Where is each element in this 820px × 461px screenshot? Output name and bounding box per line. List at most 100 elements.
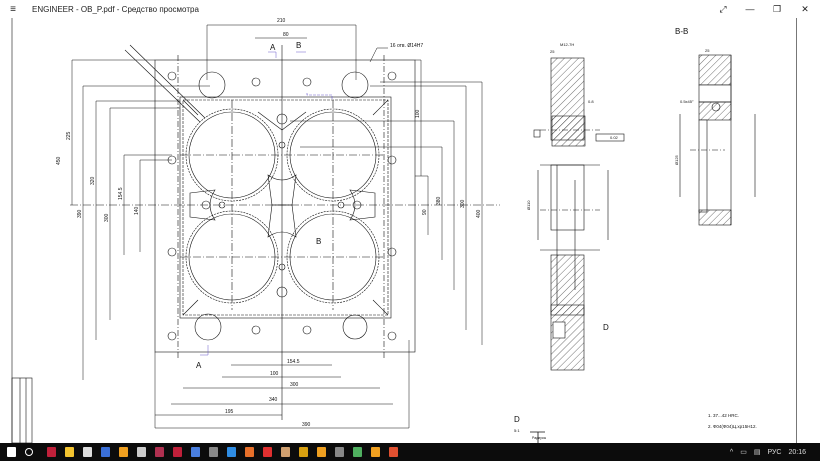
svg-text:450: 450 [56, 156, 62, 165]
engineering-drawing: 210 80 16 отв. Ø14Н7 225 450 320 154.5 1… [11, 18, 757, 444]
vivaldi-icon [262, 447, 272, 457]
svg-text:154.5: 154.5 [118, 187, 124, 200]
taskbar-app-green-button[interactable] [348, 443, 366, 461]
fullscreen-button[interactable]: ⤢ [719, 3, 727, 14]
app-face-icon [280, 447, 290, 457]
file-explorer-icon [64, 447, 74, 457]
taskbar-search-button[interactable] [20, 443, 38, 461]
svg-text:5:1: 5:1 [514, 428, 520, 433]
svg-text:210: 210 [277, 18, 286, 24]
chrome-icon [118, 447, 128, 457]
taskbar-app-blue2-button[interactable] [186, 443, 204, 461]
notification-icon[interactable]: ▤ [753, 449, 761, 456]
svg-text:2. Ф04(Ф04)Ц.хр15Н12.: 2. Ф04(Ф04)Ц.хр15Н12. [708, 424, 757, 429]
svg-text:D: D [514, 415, 520, 424]
svg-text:М12-7Н: М12-7Н [560, 42, 574, 47]
svg-text:300: 300 [290, 382, 299, 388]
language-indicator[interactable]: РУС [767, 448, 782, 456]
taskbar-file-explorer-button[interactable] [60, 443, 78, 461]
taskbar-app-triangle-button[interactable] [78, 443, 96, 461]
svg-text:Ø110: Ø110 [526, 200, 531, 210]
app-triangle-icon [82, 447, 92, 457]
minimize-button[interactable]: — [745, 4, 755, 14]
taskbar-chrome-button[interactable] [114, 443, 132, 461]
app-blue2-icon [190, 447, 200, 457]
svg-text:Ø125: Ø125 [674, 154, 679, 165]
svg-text:300: 300 [104, 213, 110, 222]
taskbar-windows-start-button[interactable] [2, 443, 20, 461]
taskbar-app-disk-button[interactable] [150, 443, 168, 461]
svg-text:90: 90 [422, 209, 428, 215]
plate-view [70, 44, 500, 420]
dimension-labels: 210 80 16 отв. Ø14Н7 225 450 320 154.5 1… [56, 18, 482, 428]
title-bar: ≡ ENGINEER - OB_P.pdf - Средство просмот… [0, 0, 820, 18]
taskbar-edge-button[interactable] [222, 443, 240, 461]
tools-icon [316, 447, 326, 457]
taskbar-app-gray-button[interactable] [204, 443, 222, 461]
technical-notes: 1. 37...42 HRC. 2. Ф04(Ф04)Ц.хр15Н12. Ра… [532, 413, 757, 440]
app-disk-icon [154, 447, 164, 457]
svg-text:380: 380 [436, 196, 442, 205]
svg-text:0.5х45°: 0.5х45° [680, 99, 694, 104]
svg-text:400: 400 [476, 209, 482, 218]
taskbar-tools2-button[interactable] [366, 443, 384, 461]
document-edge-scrollbar[interactable] [796, 18, 797, 443]
taskbar-app-gray2-button[interactable] [330, 443, 348, 461]
app-red-icon [46, 447, 56, 457]
app-blue-icon [100, 447, 110, 457]
svg-text:16 отв. Ø14Н7: 16 отв. Ø14Н7 [390, 43, 423, 49]
svg-text:140: 140 [134, 206, 140, 215]
pdf-viewer-icon [388, 447, 398, 457]
window-title: ENGINEER - OB_P.pdf - Средство просмотра [32, 4, 199, 14]
app-red2-icon [172, 447, 182, 457]
search-icon [25, 448, 33, 456]
close-button[interactable]: ✕ [801, 3, 809, 14]
svg-text:300: 300 [460, 199, 466, 208]
app-doc-icon [136, 447, 146, 457]
svg-text:80: 80 [283, 32, 289, 38]
svg-text:B: B [316, 237, 321, 246]
svg-text:Радиусы: Радиусы [532, 436, 547, 440]
taskbar-firefox-button[interactable] [240, 443, 258, 461]
app-green-icon [352, 447, 362, 457]
app-gray2-icon [334, 447, 344, 457]
windows-start-icon [6, 447, 16, 457]
restore-button[interactable]: ❐ [772, 3, 782, 14]
taskbar-app-face-button[interactable] [276, 443, 294, 461]
taskbar-tools-button[interactable] [312, 443, 330, 461]
network-icon[interactable]: ▭ [740, 449, 747, 456]
tools2-icon [370, 447, 380, 457]
svg-text:0.02: 0.02 [610, 135, 619, 140]
svg-text:0.8: 0.8 [588, 99, 594, 104]
svg-text:100: 100 [415, 109, 421, 118]
svg-text:225: 225 [66, 131, 72, 140]
svg-text:25: 25 [705, 48, 710, 53]
svg-text:100: 100 [270, 371, 279, 377]
svg-text:A: A [270, 43, 276, 52]
taskbar-app-red-button[interactable] [42, 443, 60, 461]
taskbar-filezilla-button[interactable] [294, 443, 312, 461]
taskbar-app-blue-button[interactable] [96, 443, 114, 461]
firefox-icon [244, 447, 254, 457]
svg-text:D: D [603, 323, 609, 332]
section-labels: A B A B B-B D D 5:1 [196, 27, 688, 433]
svg-text:B-B: B-B [675, 27, 688, 36]
svg-text:195: 195 [225, 409, 234, 415]
taskbar-vivaldi-button[interactable] [258, 443, 276, 461]
taskbar-pdf-viewer-button[interactable] [384, 443, 402, 461]
svg-text:25: 25 [550, 49, 555, 54]
hamburger-menu-icon[interactable]: ≡ [10, 3, 16, 15]
taskbar-app-doc-button[interactable] [132, 443, 150, 461]
edge-icon [226, 447, 236, 457]
system-tray: ^ ▭ ▤ РУС 20:16 [730, 443, 820, 461]
dimension-lines [71, 24, 483, 429]
svg-text:154.5: 154.5 [287, 359, 300, 365]
tray-chevron-icon[interactable]: ^ [729, 448, 734, 456]
svg-text:390: 390 [302, 422, 311, 428]
pdf-document-view[interactable]: 210 80 16 отв. Ø14Н7 225 450 320 154.5 1… [0, 18, 820, 444]
taskbar-app-red2-button[interactable] [168, 443, 186, 461]
clock[interactable]: 20:16 [788, 448, 806, 456]
svg-text:A: A [196, 361, 202, 370]
filezilla-icon [298, 447, 308, 457]
taskbar: ^ ▭ ▤ РУС 20:16 [0, 443, 820, 461]
